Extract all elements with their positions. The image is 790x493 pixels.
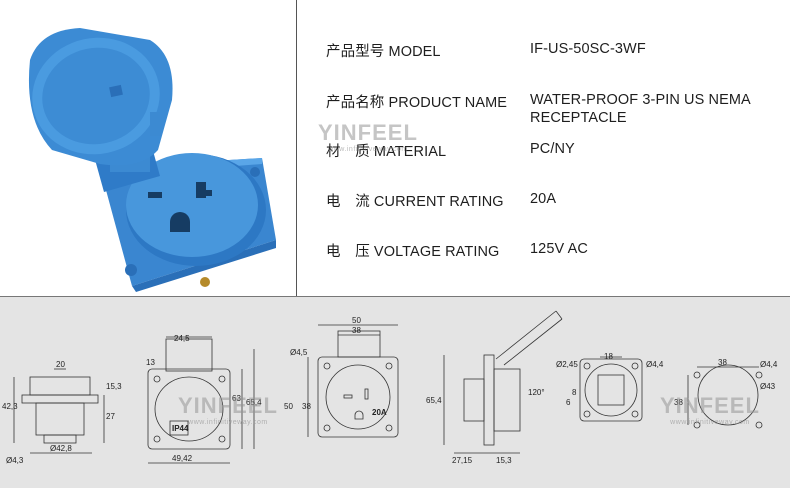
technical-drawings-panel: 20 15,3 27 42,3 Ø42,8 Ø4,3 24,5 13 63 65… xyxy=(0,297,790,488)
dim-rear-4: 120° xyxy=(528,388,545,397)
dim-side-4: 42,3 xyxy=(2,402,18,411)
spec-label: 产品名称 PRODUCT NAME xyxy=(326,95,508,111)
drawings-canvas: 20 15,3 27 42,3 Ø42,8 Ø4,3 24,5 13 63 65… xyxy=(2,310,778,465)
drawing-profile-view xyxy=(443,310,563,454)
dim-cutout-1: 38 xyxy=(718,358,727,367)
drawing-cutout-view xyxy=(687,364,763,429)
dim-side-5: Ø42,8 xyxy=(50,444,72,453)
dim-side-2: 15,3 xyxy=(106,382,122,391)
spec-value: IF-US-50SC-3WF xyxy=(530,41,646,57)
dim-rear-5: 6 xyxy=(566,398,571,407)
dim-front-4: 65,4 xyxy=(246,398,262,407)
divider-vertical xyxy=(296,0,297,296)
front-marking: IP44 xyxy=(172,424,189,433)
drawing-rear-view xyxy=(579,356,643,422)
spec-label: 产品型号 MODEL xyxy=(326,44,441,60)
product-info-panel: 产品型号 MODEL IF-US-50SC-3WF 产品名称 PRODUCT N… xyxy=(28,0,751,296)
dim-profile-3: 15,3 xyxy=(496,456,512,465)
dim-rear-3: Ø4,4 xyxy=(646,360,664,369)
dim-profile-2: 27,15 xyxy=(452,456,473,465)
drawing-front-view xyxy=(147,336,255,464)
dim-front-5: 49,42 xyxy=(172,454,193,463)
product-photo xyxy=(28,28,276,292)
watermark-brand: YINFEEL xyxy=(660,393,760,418)
spec-label: 电 流 CURRENT RATING xyxy=(326,194,504,210)
watermark-brand: YINFEEL xyxy=(318,120,418,145)
drawing-open-view xyxy=(307,324,399,438)
dim-cutout-3: 38 xyxy=(674,398,683,407)
dim-rear-2: 18 xyxy=(604,352,613,361)
dim-open-2: 38 xyxy=(352,326,361,335)
dim-open-5: 38 xyxy=(302,402,311,411)
spec-label: 材 质 MATERIAL xyxy=(326,144,447,160)
spec-label: 电 压 VOLTAGE RATING xyxy=(326,244,500,260)
dim-cutout-4: Ø43 xyxy=(760,382,776,391)
dim-front-2: 13 xyxy=(146,358,155,367)
watermark-top: YINFEEL www.infinitiveway.com xyxy=(318,120,418,153)
divider-horizontal xyxy=(0,296,790,297)
spec-value: 125V AC xyxy=(530,241,588,257)
dim-front-1: 24,5 xyxy=(174,334,190,343)
dim-side-1: 20 xyxy=(56,360,65,369)
watermark-site: www.infinitiveway.com xyxy=(188,419,268,426)
dim-open-1: 50 xyxy=(352,316,361,325)
watermark-bottom-1: YINFEEL www.infinitiveway.com xyxy=(178,393,278,426)
dim-cutout-2: Ø4,4 xyxy=(760,360,778,369)
dim-side-3: 27 xyxy=(106,412,115,421)
spec-value: PC/NY xyxy=(530,141,575,157)
watermark-site: www.infinitiveway.com xyxy=(670,419,750,426)
drawing-side-view xyxy=(13,368,105,454)
dim-open-3: Ø4,5 xyxy=(290,348,308,357)
watermark-bottom-2: YINFEEL www.infinitiveway.com xyxy=(660,393,760,426)
dim-open-4: 50 xyxy=(284,402,293,411)
dim-profile-1: 65,4 xyxy=(426,396,442,405)
spec-value: WATER-PROOF 3-PIN US NEMA xyxy=(530,92,751,108)
spec-value-line2: RECEPTACLE xyxy=(530,110,627,126)
open-marking: 20A xyxy=(372,408,387,417)
watermark-site: www.infinitiveway.com xyxy=(328,146,408,153)
watermark-brand: YINFEEL xyxy=(178,393,278,418)
dim-rear-1: Ø2,45 xyxy=(556,360,578,369)
dim-side-6: Ø4,3 xyxy=(6,456,24,465)
dim-rear-6: 8 xyxy=(572,388,577,397)
dim-front-3: 63 xyxy=(232,394,241,403)
spec-value: 20A xyxy=(530,191,557,207)
